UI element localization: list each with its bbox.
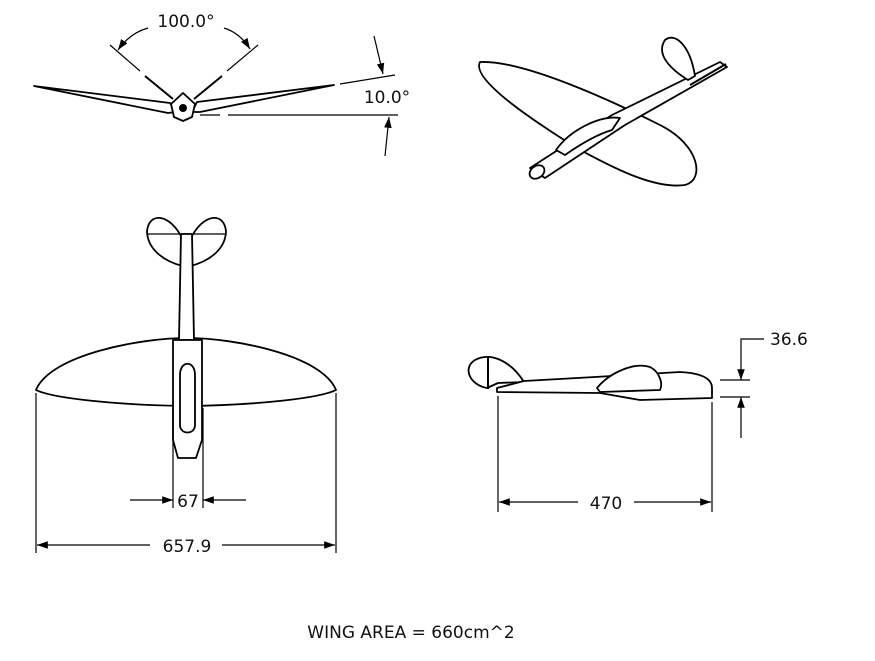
left-tail-front — [144, 75, 174, 100]
dihedral-total-label: 100.0° — [157, 12, 214, 32]
dihedral-label: 10.0° — [364, 88, 410, 108]
canopy-top — [179, 362, 196, 434]
angle-extension-right — [226, 44, 259, 72]
angle-arrow-right — [223, 27, 251, 50]
tail-right-top — [189, 216, 227, 267]
nose-iso — [528, 164, 546, 180]
tail-iso — [661, 36, 696, 81]
dihedral-arrow-top — [373, 35, 385, 75]
tail-boom-iso — [689, 63, 727, 86]
length-label: 470 — [590, 494, 622, 514]
angle-arrow-left — [117, 27, 149, 51]
fuselage-width-label: 67 — [177, 492, 199, 512]
side-view: 470 36.6 — [467, 330, 808, 514]
right-tail-front — [193, 75, 223, 100]
front-view: 100.0° 10.0° — [33, 12, 410, 157]
fuselage-iso — [529, 61, 728, 179]
angle-extension-left — [109, 44, 141, 72]
boom-top — [178, 233, 195, 341]
wingspan-label: 657.9 — [163, 537, 212, 557]
canopy-side — [596, 364, 663, 393]
wing-area-label: WING AREA = 660cm^2 — [307, 623, 514, 643]
fuselage-center — [179, 104, 187, 112]
left-wing-front — [33, 85, 177, 114]
isometric-view — [478, 36, 728, 187]
tail-side — [467, 356, 525, 389]
dihedral-arrow-bottom — [384, 116, 392, 157]
top-view: 67 657.9 — [35, 216, 337, 557]
dim-arrow-height-top — [737, 338, 764, 380]
canopy-iso — [555, 116, 621, 156]
tail-left-top — [146, 216, 184, 267]
height-label: 36.6 — [770, 330, 808, 350]
right-wing-front — [191, 84, 335, 113]
dihedral-extension — [339, 74, 396, 85]
